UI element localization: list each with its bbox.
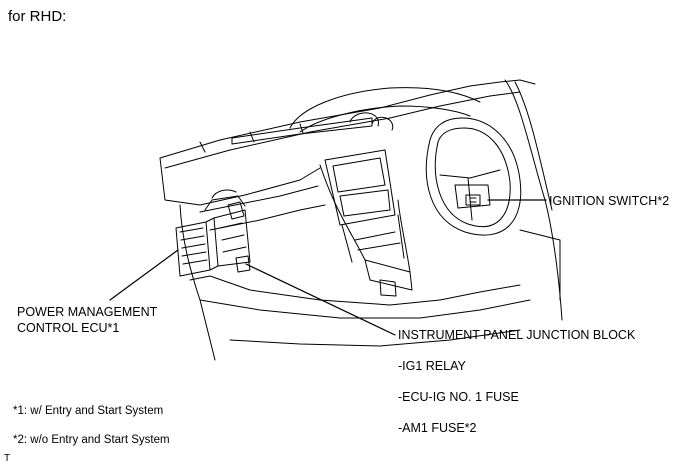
- instrument-hood: [289, 87, 481, 133]
- footnote-1: *1: w/ Entry and Start System: [13, 405, 164, 417]
- junction-item-ig1-relay: -IG1 RELAY: [398, 359, 466, 373]
- diagram-heading: for RHD:: [8, 8, 67, 25]
- junction-block-label: INSTRUMENT PANEL JUNCTION BLOCK: [398, 328, 636, 342]
- steering-wheel: [425, 117, 522, 236]
- dashboard-body: [159, 157, 561, 361]
- ecu-label-line2: CONTROL ECU*1: [17, 321, 120, 335]
- ignition-switch-label: IGNITION SWITCH*2: [549, 194, 670, 208]
- footnote-2: *2: w/o Entry and Start System: [13, 434, 170, 446]
- ecu-label-line1: POWER MANAGEMENT: [17, 305, 158, 319]
- center-console: [319, 149, 413, 291]
- windshield-outline: [159, 79, 563, 321]
- leader-lines: [109, 199, 547, 336]
- junction-item-ecu-ig-fuse: -ECU-IG NO. 1 FUSE: [398, 390, 519, 404]
- ecu-and-junction-block: [175, 189, 251, 277]
- corner-mark: T: [4, 453, 11, 464]
- junction-item-am1-fuse: -AM1 FUSE*2: [398, 421, 477, 435]
